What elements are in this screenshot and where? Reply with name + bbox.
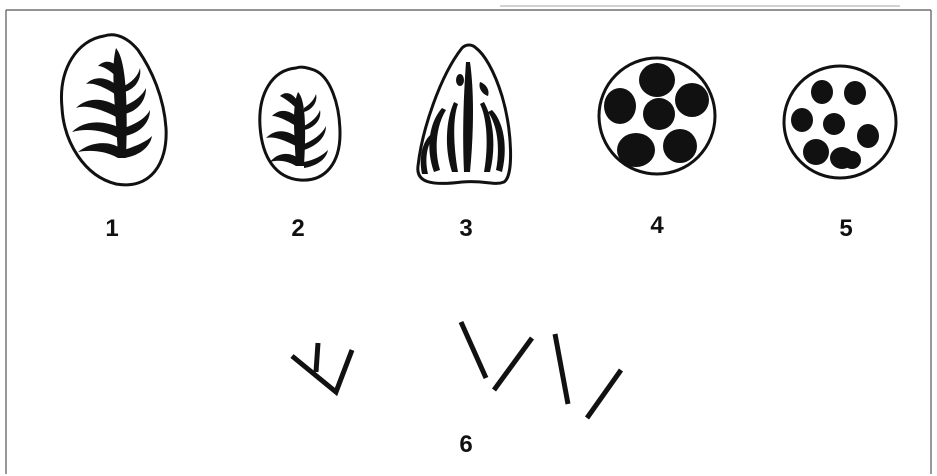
motif-3-leaf-branch-icon (418, 45, 511, 183)
figure-label-4: 4 (650, 212, 664, 239)
stroke-d (587, 370, 621, 418)
motif-5-dots (791, 80, 879, 169)
stroke-v-stem (316, 343, 318, 372)
motif-5-circle-dots-icon (784, 66, 896, 178)
figure-label-3: 3 (459, 215, 472, 242)
figure-label-1: 1 (105, 215, 118, 242)
motif-2-leaf-branch-icon (260, 67, 340, 180)
stroke-b (494, 338, 532, 390)
figure-label-5: 5 (839, 215, 852, 242)
motif-2-branches (266, 92, 328, 168)
motif-4-dots (604, 63, 709, 167)
motif-1-branches (72, 48, 152, 158)
figure-label-6: 6 (459, 431, 472, 458)
motif-4-circle-dots-icon (599, 58, 715, 174)
stroke-v-shape (292, 350, 352, 392)
motif-6-line-strokes-icon (292, 322, 621, 418)
stroke-c (555, 334, 568, 404)
stroke-a (461, 322, 486, 378)
figure-label-2: 2 (291, 215, 304, 242)
motif-1-leaf-branch-icon (61, 35, 166, 185)
motif-3-strokes (421, 62, 505, 174)
